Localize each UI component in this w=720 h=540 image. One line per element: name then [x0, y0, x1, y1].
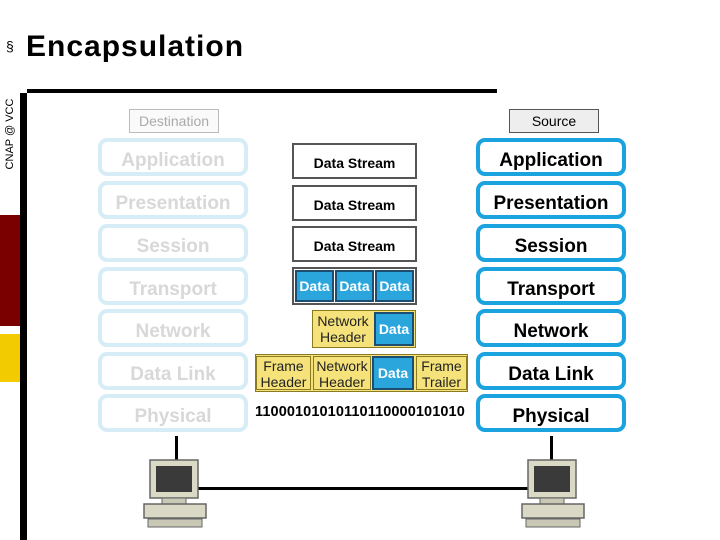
- network-header: Network Header: [313, 312, 373, 346]
- network-line: [178, 487, 550, 490]
- src-layer-network: Network: [476, 309, 626, 347]
- frame-header: Frame Header: [256, 356, 311, 390]
- src-layer-application: Application: [476, 138, 626, 176]
- side-band-white: [0, 93, 20, 215]
- side-label: CNAP @ VCC: [4, 98, 16, 170]
- dest-layer-presentation: Presentation: [98, 181, 248, 219]
- transport-data-1: Data: [295, 270, 334, 302]
- network-data: Data: [374, 312, 414, 346]
- src-layer-transport: Transport: [476, 267, 626, 305]
- dest-layer-application: Application: [98, 138, 248, 176]
- dest-layer-network: Network: [98, 309, 248, 347]
- src-layer-session: Session: [476, 224, 626, 262]
- side-band-maroon: [0, 215, 20, 326]
- side-band-yellow: [0, 334, 20, 382]
- source-computer-icon: [521, 459, 585, 528]
- datalink-data: Data: [372, 356, 414, 390]
- data-stream-application: Data Stream: [292, 143, 417, 179]
- data-stream-session: Data Stream: [292, 226, 417, 262]
- dest-layer-transport: Transport: [98, 267, 248, 305]
- datalink-network-header: Network Header: [313, 356, 371, 390]
- side-color-bar: [0, 93, 20, 540]
- destination-computer-icon: [143, 459, 207, 528]
- transport-data-2: Data: [335, 270, 374, 302]
- title-bullet-icon: §: [6, 38, 14, 54]
- source-header: Source: [509, 109, 599, 133]
- frame-trailer: Frame Trailer: [416, 356, 467, 390]
- physical-bits: 11000101010110110000101010: [255, 404, 465, 420]
- slide-title: Encapsulation: [26, 30, 245, 63]
- dest-layer-datalink: Data Link: [98, 352, 248, 390]
- title-underline: [27, 89, 497, 93]
- src-layer-datalink: Data Link: [476, 352, 626, 390]
- dest-layer-physical: Physical: [98, 394, 248, 432]
- src-layer-presentation: Presentation: [476, 181, 626, 219]
- transport-data-3: Data: [375, 270, 414, 302]
- side-band-gap: [0, 326, 20, 334]
- vertical-divider: [20, 93, 27, 540]
- destination-header: Destination: [129, 109, 219, 133]
- data-stream-presentation: Data Stream: [292, 185, 417, 221]
- src-layer-physical: Physical: [476, 394, 626, 432]
- dest-layer-session: Session: [98, 224, 248, 262]
